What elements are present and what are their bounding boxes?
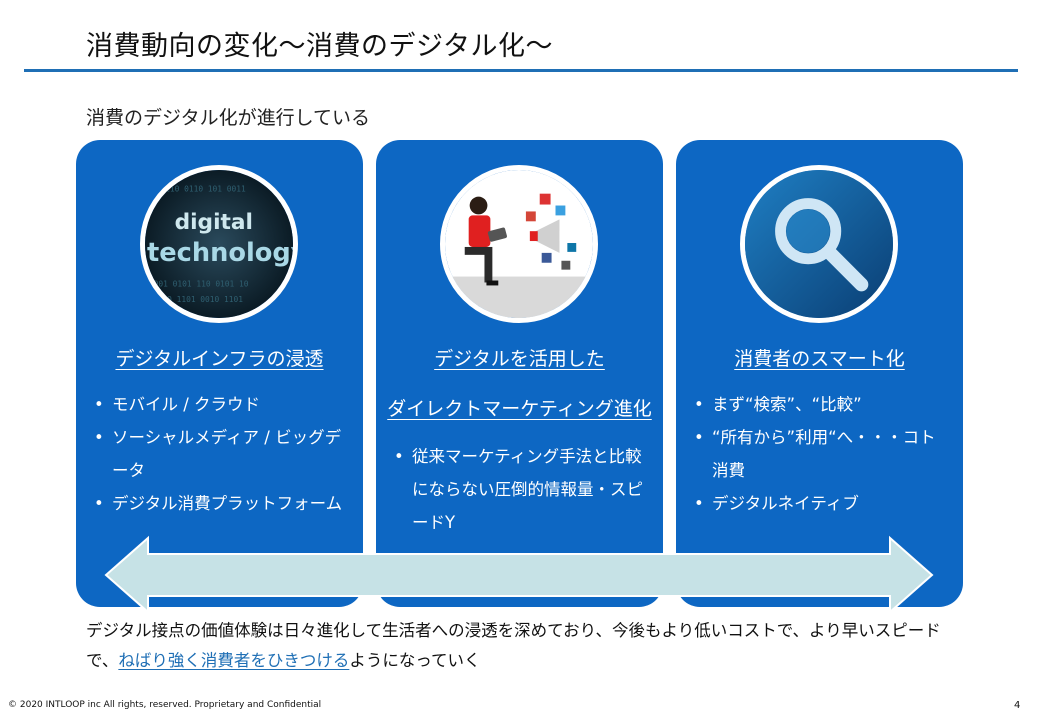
summary-highlight: ねばり強く消費者をひきつける bbox=[118, 651, 350, 670]
card-direct-marketing: デジタルを活用した ダイレクトマーケティング進化 従来マーケティング手法と比較に… bbox=[376, 140, 663, 607]
page-title: 消費動向の変化～消費のデジタル化～ bbox=[86, 31, 553, 62]
card-heading: デジタルインフラの浸透 bbox=[115, 348, 324, 370]
svg-text:1001 0101 110 0101 10: 1001 0101 110 0101 10 bbox=[149, 279, 249, 288]
summary-part1: デジタル接点の価値体験は日々進化して生活者への浸透を深めており、今後もより低いコ… bbox=[86, 621, 941, 670]
magnifier-image bbox=[740, 165, 898, 323]
card-digital-infra: 010110 0110 101 0011 1001 0101 110 0101 … bbox=[76, 140, 363, 607]
card-heading: 消費者のスマート化 bbox=[734, 348, 905, 370]
page-subtitle: 消費のデジタル化が進行している bbox=[86, 107, 371, 129]
copyright-footer: © 2020 INTLOOP inc All rights, reserved.… bbox=[8, 700, 322, 710]
social-media-person-image bbox=[440, 165, 598, 323]
bullet-item: “所有から”利用“へ・・・コト消費 bbox=[692, 421, 951, 487]
image-word-2: technology bbox=[147, 238, 293, 268]
image-word-1: digital bbox=[175, 210, 253, 235]
card-heading-line2: ダイレクトマーケティング進化 bbox=[387, 398, 652, 420]
summary-text: デジタル接点の価値体験は日々進化して生活者への浸透を深めており、今後もより低いコ… bbox=[86, 616, 966, 676]
bullet-item: モバイル / クラウド bbox=[92, 388, 351, 421]
digital-technology-image: 010110 0110 101 0011 1001 0101 110 0101 … bbox=[140, 165, 298, 323]
card-heading-line1: デジタルを活用した bbox=[434, 348, 605, 370]
bullet-list: まず“検索”、“比較” “所有から”利用“へ・・・コト消費 デジタルネイティブ bbox=[692, 388, 951, 520]
bullet-list: 従来マーケティング手法と比較にならない圧倒的情報量・スピードY bbox=[392, 440, 651, 539]
page-number: 4 bbox=[1014, 700, 1021, 711]
svg-text:0110 1101 0010 1101: 0110 1101 0010 1101 bbox=[153, 295, 243, 304]
title-divider bbox=[24, 69, 1018, 72]
summary-part2: ようになっていく bbox=[349, 651, 481, 670]
double-arrow-icon bbox=[104, 535, 934, 615]
svg-text:010110 0110 101 0011: 010110 0110 101 0011 bbox=[151, 185, 246, 194]
bullet-list: モバイル / クラウド ソーシャルメディア / ビッグデータ デジタル消費プラッ… bbox=[92, 388, 351, 520]
bullet-item: デジタル消費プラットフォーム bbox=[92, 487, 351, 520]
bullet-item: ソーシャルメディア / ビッグデータ bbox=[92, 421, 351, 487]
bullet-item: デジタルネイティブ bbox=[692, 487, 951, 520]
bullet-item: 従来マーケティング手法と比較にならない圧倒的情報量・スピードY bbox=[392, 440, 651, 539]
bullet-item: まず“検索”、“比較” bbox=[692, 388, 951, 421]
card-smart-consumer: 消費者のスマート化 まず“検索”、“比較” “所有から”利用“へ・・・コト消費 … bbox=[676, 140, 963, 607]
